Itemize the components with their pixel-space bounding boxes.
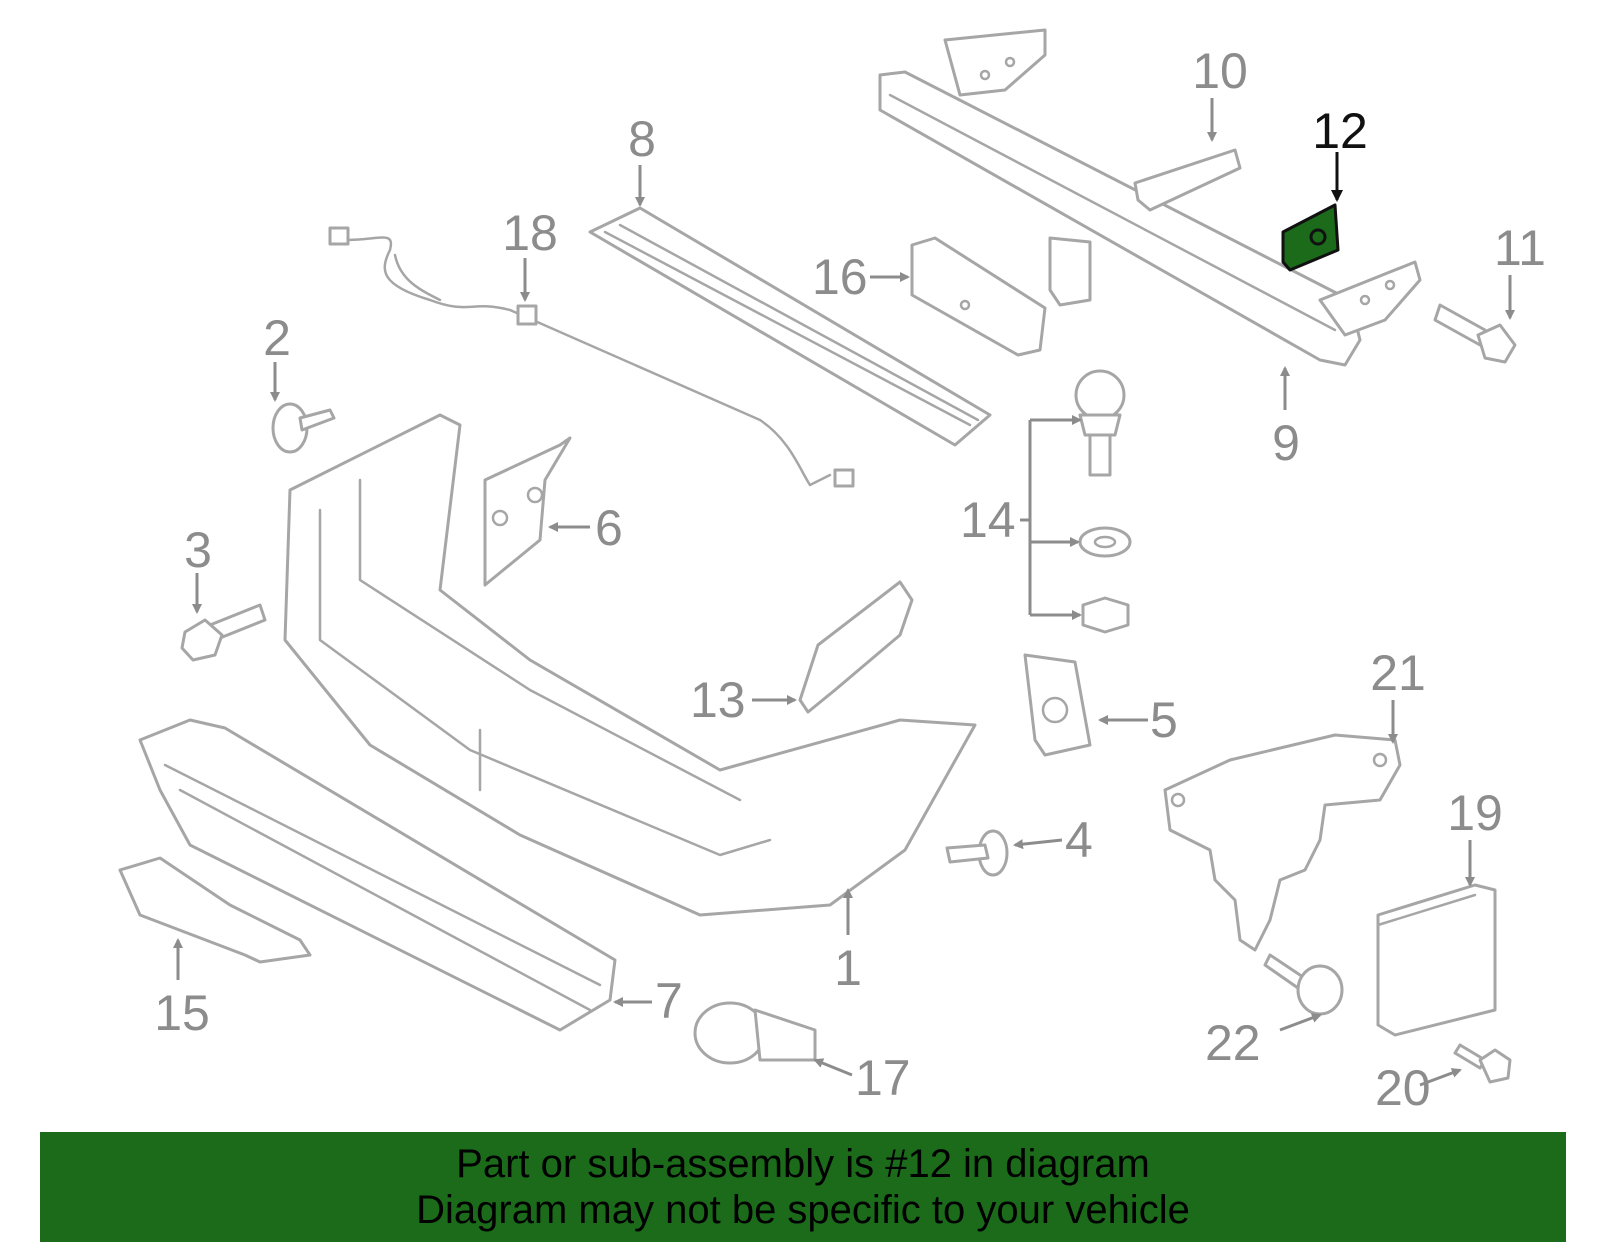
part-19-module [1376, 883, 1497, 1037]
callout-13: 13 [690, 672, 746, 728]
callout-17: 17 [855, 1050, 911, 1106]
part-5-retainer [1023, 653, 1092, 757]
part-21-bracket [1163, 733, 1402, 952]
part-14-hitch-ball-assembly [1074, 369, 1132, 634]
part-8-step-pad [588, 206, 992, 447]
part-4-push-pin [945, 829, 1009, 877]
part-9-reinforcement-beam [878, 28, 1422, 367]
callout-19: 19 [1447, 785, 1503, 841]
part-7-energy-absorber [138, 718, 617, 1032]
callout-2: 2 [263, 310, 291, 366]
part-17-parking-sensor [693, 1001, 817, 1065]
part-16-bracket [910, 236, 1047, 357]
callout-18: 18 [502, 205, 558, 261]
part-15-trim [118, 856, 312, 964]
callout-6: 6 [595, 500, 623, 556]
banner-line-2: Diagram may not be specific to your vehi… [416, 1188, 1190, 1232]
callout-21: 21 [1370, 645, 1426, 701]
callout-12-highlighted: 12 [1312, 103, 1368, 159]
callout-20: 20 [1375, 1060, 1431, 1116]
callout-10: 10 [1192, 43, 1248, 99]
part-1-bumper-cover [283, 413, 977, 917]
callout-14: 14 [960, 492, 1016, 548]
callout-3: 3 [184, 522, 212, 578]
callout-5: 5 [1150, 692, 1178, 748]
part-10-pad [1133, 148, 1242, 212]
part-2-push-pin [271, 402, 336, 454]
part-12-bracket-highlighted [1281, 203, 1340, 272]
part-11-bolt [1433, 303, 1517, 364]
part-13-bracket [798, 580, 914, 714]
callout-8: 8 [628, 111, 656, 167]
part-6-splash-shield [483, 436, 572, 587]
callout-11: 11 [1494, 220, 1546, 276]
callout-15: 15 [154, 985, 210, 1041]
callout-7: 7 [655, 973, 683, 1029]
part-3-bolt [180, 603, 267, 662]
callout-9: 9 [1272, 415, 1300, 471]
banner-line-1: Part or sub-assembly is #12 in diagram [456, 1142, 1150, 1186]
part-18-wiring-harness [328, 226, 855, 488]
callout-4: 4 [1065, 812, 1093, 868]
part-20-bolt [1453, 1043, 1512, 1084]
callout-16: 16 [812, 249, 868, 305]
info-banner: Part or sub-assembly is #12 in diagram D… [40, 1132, 1566, 1242]
part-22-bolt [1263, 953, 1344, 1016]
callout-22: 22 [1205, 1015, 1261, 1071]
callout-1: 1 [834, 940, 862, 996]
